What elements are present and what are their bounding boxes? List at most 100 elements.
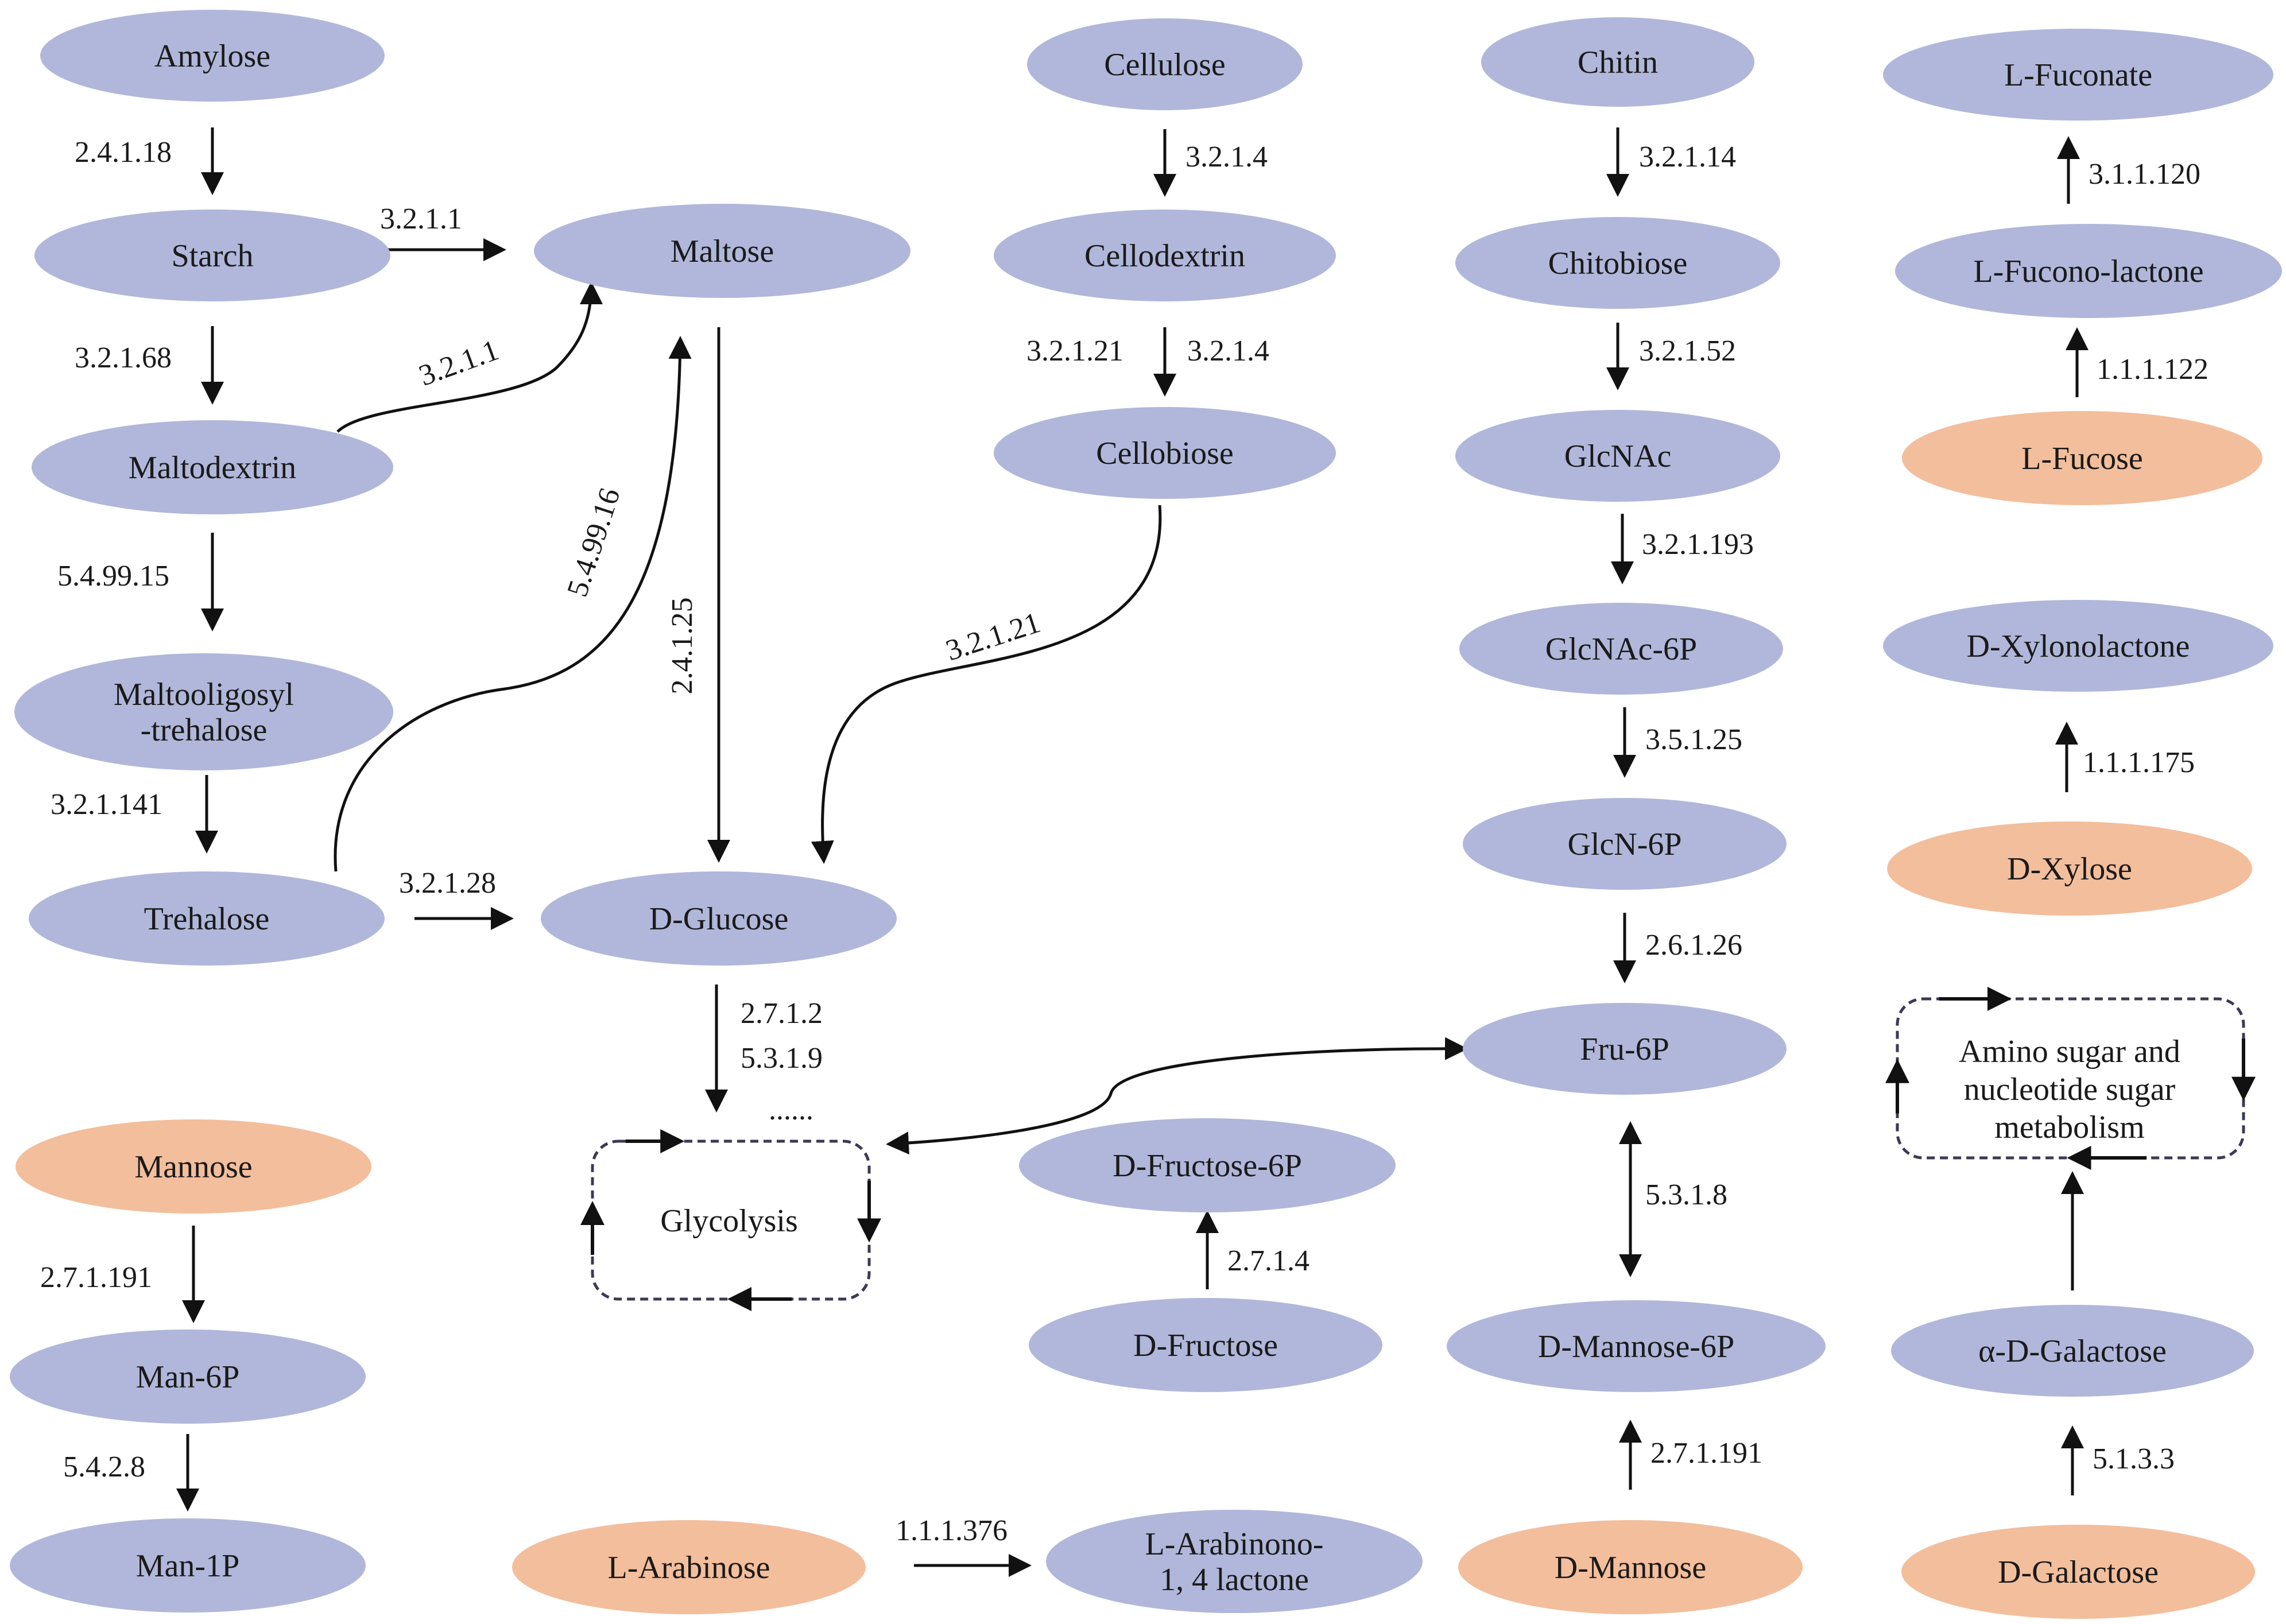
node-mannose: Mannose [16,1119,371,1214]
node-trehalose: Trehalose [29,871,385,966]
node-dmannose: D-Mannose [1458,1520,1803,1614]
node-man6p: Man-6P [10,1330,366,1424]
node-glcn6p: GlcN-6P [1463,798,1787,890]
node-dgalactose-shape [1901,1525,2255,1619]
node-trehalose-shape [29,871,385,966]
node-starch: Starch [34,210,390,301]
node-cellodextrin-shape [994,210,1336,301]
arrow-trehalose-to-maltose [334,336,692,872]
node-maltodextrin-label: Maltodextrin [129,450,296,486]
node-cellobiose-shape [994,407,1336,499]
node-starch-shape [34,210,390,301]
node-larabinono-label: L-Arabinono- [1145,1526,1323,1562]
node-lfucose-shape [1902,411,2262,505]
node-dmannose6p: D-Mannose-6P [1447,1300,1826,1392]
node-larabinose-shape [512,1520,866,1614]
enzyme-label-2-4-1-18: 2.4.1.18 [75,136,172,169]
enzyme-label-2-4-1-25: 2.4.1.25 [666,598,699,695]
enzyme-label-5-1-3-3: 5.1.3.3 [2093,1443,2175,1475]
enzyme-label-3-2-1-4-b: 3.2.1.4 [1187,335,1269,367]
enzyme-label-3-1-1-120: 3.1.1.120 [2089,158,2200,191]
enzyme-label-1-1-1-376: 1.1.1.376 [896,1514,1008,1547]
arrow-cellobiose-to-dglucose [811,505,1162,864]
enzyme-label-3-2-1-68: 3.2.1.68 [75,342,172,374]
node-lfucose-label: L-Fucose [2021,441,2143,476]
node-maltooligosyl-shape [14,653,393,770]
node-lfuconolactone-shape [1895,224,2282,318]
node-maltooligosyl-label: -trehalose [141,712,268,748]
enzyme-label-5-3-1-9: 5.3.1.9 [741,1042,823,1075]
node-lfucose: L-Fucose [1902,411,2262,505]
node-dfructose6p-shape [1019,1118,1396,1212]
node-maltose-label: Maltose [671,234,774,269]
cycle-box-amino-sugar-label: Amino sugar and [1959,1034,2180,1069]
cycle-box-amino-sugar-label: metabolism [1994,1110,2144,1145]
node-trehalose-label: Trehalose [144,901,270,937]
enzyme-label-5-3-1-8: 5.3.1.8 [1645,1179,1727,1211]
node-mannose-shape [16,1119,371,1214]
node-dfructose: D-Fructose [1029,1298,1382,1392]
node-maltodextrin: Maltodextrin [32,420,393,514]
cycle-box-glycolysis: Glycolysis [580,1129,881,1311]
node-fru6p-shape [1463,1003,1787,1095]
node-dxylose-label: D-Xylose [2007,851,2132,887]
enzyme-label-5-4-2-8: 5.4.2.8 [63,1451,145,1483]
node-dglucose-shape [541,871,897,966]
node-chitin-label: Chitin [1578,45,1658,80]
enzyme-label-3-2-1-1-a: 3.2.1.1 [380,203,462,235]
node-dmannose-label: D-Mannose [1555,1550,1706,1586]
node-dgalactose-label: D-Galactose [1998,1555,2159,1590]
node-lfuconolactone-label: L-Fucono-lactone [1973,254,2203,289]
enzyme-label-3-2-1-141: 3.2.1.141 [51,788,162,821]
node-cellodextrin: Cellodextrin [994,210,1336,301]
node-dxylose-shape [1887,821,2252,916]
node-mannose-label: Mannose [134,1149,252,1185]
node-dmannose6p-label: D-Mannose-6P [1538,1329,1734,1365]
node-chitin-shape [1481,17,1754,107]
node-larabinose-label: L-Arabinose [607,1550,770,1586]
enzyme-label-2-7-1-191-b: 2.7.1.191 [40,1261,152,1294]
node-fru6p-label: Fru-6P [1580,1032,1669,1067]
node-man1p: Man-1P [10,1518,366,1613]
arrow-maltodextrin-to-maltose [336,281,603,433]
enzyme-label-3-2-1-193: 3.2.1.193 [1642,528,1754,561]
node-lfuconate: L-Fuconate [1883,29,2273,121]
node-maltose: Maltose [534,204,910,298]
node-glcn6p-shape [1463,798,1787,890]
node-dmannose6p-shape [1447,1300,1826,1392]
node-lfuconate-label: L-Fuconate [2004,57,2152,93]
enzyme-label-2-7-1-191-a: 2.7.1.191 [1650,1437,1762,1470]
enzyme-label-1-1-1-175: 1.1.1.175 [2083,746,2195,779]
enzyme-label-3-5-1-25: 3.5.1.25 [1645,723,1742,756]
cycle-box-amino-sugar-label: nucleotide sugar [1964,1072,2176,1107]
node-starch-label: Starch [171,238,253,274]
node-dxylonolactone: D-Xylonolactone [1883,600,2273,692]
node-maltooligosyl-label: Maltooligosyl [114,677,294,712]
node-cellobiose: Cellobiose [994,407,1336,499]
node-chitin: Chitin [1481,17,1754,107]
node-dfructose-label: D-Fructose [1133,1328,1278,1363]
node-dfructose6p: D-Fructose-6P [1019,1118,1396,1212]
node-glcnac6p-label: GlcNAc-6P [1545,631,1697,667]
node-amylose: Amylose [40,10,385,102]
arrow-fru6p-glycolysis [886,1037,1468,1155]
enzyme-label-3-2-1-14: 3.2.1.14 [1639,141,1736,173]
node-cellobiose-label: Cellobiose [1096,436,1234,471]
enzyme-label-dots: ...... [769,1094,813,1126]
node-maltooligosyl: Maltooligosyl-trehalose [14,653,393,770]
node-maltodextrin-shape [32,420,393,514]
node-dfructose-shape [1029,1298,1382,1392]
node-amylose-label: Amylose [154,38,270,74]
node-man6p-shape [10,1330,366,1424]
node-man1p-label: Man-1P [136,1548,239,1584]
node-glcnac6p: GlcNAc-6P [1459,603,1783,695]
node-glcnac6p-shape [1459,603,1783,695]
node-maltose-shape [534,204,910,298]
enzyme-label-3-2-1-21-b: 3.2.1.21 [942,606,1044,667]
enzyme-label-2-7-1-4: 2.7.1.4 [1227,1245,1309,1277]
node-cellulose: Cellulose [1027,18,1303,110]
enzyme-label-3-2-1-4-a: 3.2.1.4 [1185,141,1268,173]
node-agalactose-shape [1891,1305,2254,1397]
enzyme-label-5-4-99-16: 5.4.99.16 [561,484,626,600]
